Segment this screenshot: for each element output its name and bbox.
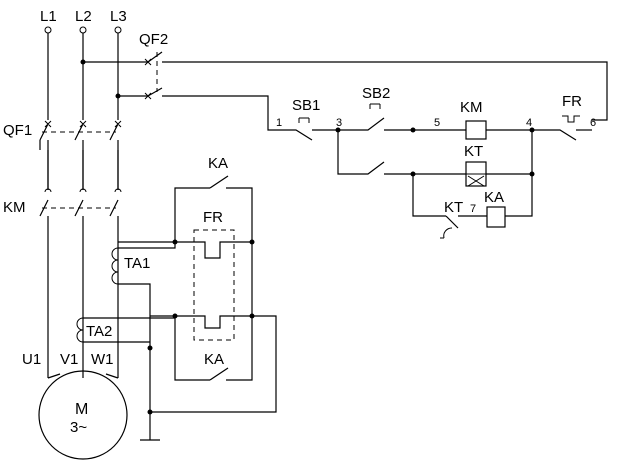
terminal-l1 (44, 26, 52, 34)
label-u1: U1 (22, 351, 41, 368)
label-ka-coil: KA (484, 189, 504, 206)
qf1-breaker: QF1 (3, 120, 122, 190)
km-coil: KM (413, 99, 532, 140)
label-node-6: 6 (590, 117, 596, 129)
kt-timed-contact: KT 7 (412, 174, 487, 239)
label-l3: L3 (110, 8, 127, 25)
label-w1: W1 (91, 351, 114, 368)
label-kt-contact: KT (444, 199, 463, 216)
junction-ct-4 (249, 313, 255, 319)
label-node-3: 3 (336, 117, 342, 129)
label-node-7: 7 (470, 203, 476, 215)
km-main-contacts: KM (3, 188, 122, 217)
km-hold-contact (337, 130, 385, 175)
ka-coil: KA (484, 130, 533, 228)
junction-ct-6 (147, 409, 153, 415)
sb2-start-button: SB2 (338, 85, 413, 131)
qf1-to-km-wires (47, 140, 119, 190)
label-ta2: TA2 (86, 323, 112, 340)
junction-ct-3 (172, 313, 178, 319)
qf2-breaker: QF2 (139, 31, 608, 131)
ka-top-contact: KA (208, 155, 229, 189)
label-qf2: QF2 (139, 31, 168, 48)
junction-ct-1 (172, 239, 178, 245)
kt-coil: KT (413, 143, 532, 187)
ka-bottom-contact: KA (204, 351, 229, 381)
label-l2: L2 (75, 8, 92, 25)
fr-control-contact: FR 6 (532, 93, 596, 141)
label-fr-ctrl: FR (562, 93, 582, 110)
control-circuit: SB1 1 3 SB2 5 KM KT (276, 85, 596, 239)
label-sb2: SB2 (362, 85, 390, 102)
label-ka-bottom: KA (204, 351, 224, 368)
supply-wires (47, 33, 119, 120)
label-l1: L1 (40, 8, 57, 25)
junction-node-4b (529, 171, 535, 177)
power-circuit: L1 L2 L3 QF2 QF1 (3, 8, 608, 460)
junction-l3 (115, 93, 121, 99)
km-to-motor-wires (47, 216, 119, 378)
label-kt-coil: KT (464, 143, 483, 160)
label-fr-box: FR (203, 209, 223, 226)
ct-protection-circuit: KA FR KA (83, 155, 277, 441)
label-km-coil: KM (460, 99, 483, 116)
motor-label: M (75, 401, 88, 418)
label-ta1: TA1 (124, 255, 150, 272)
label-km-main: KM (3, 199, 26, 216)
label-node-4: 4 (526, 117, 532, 129)
qf2-feed-wires (83, 61, 148, 97)
junction-l2 (80, 59, 86, 65)
label-qf1: QF1 (3, 122, 32, 139)
junction-ct-2 (249, 239, 255, 245)
label-node-1: 1 (276, 117, 282, 129)
terminal-l3 (114, 26, 122, 34)
label-v1: V1 (60, 351, 78, 368)
ta1-current-transformer: TA1 (111, 247, 150, 285)
label-sb1: SB1 (292, 97, 320, 114)
ta2-current-transformer: TA2 (76, 317, 112, 343)
sb1-stop-button: SB1 1 (276, 97, 338, 141)
label-node-5: 5 (434, 117, 440, 129)
junction-ct-5 (147, 345, 153, 351)
label-ka-top: KA (208, 155, 228, 172)
motor: M 3~ (38, 370, 128, 460)
fr-thermal-element: FR (193, 209, 235, 341)
motor-phase-label: 3~ (70, 419, 87, 436)
terminal-l2 (79, 26, 87, 34)
